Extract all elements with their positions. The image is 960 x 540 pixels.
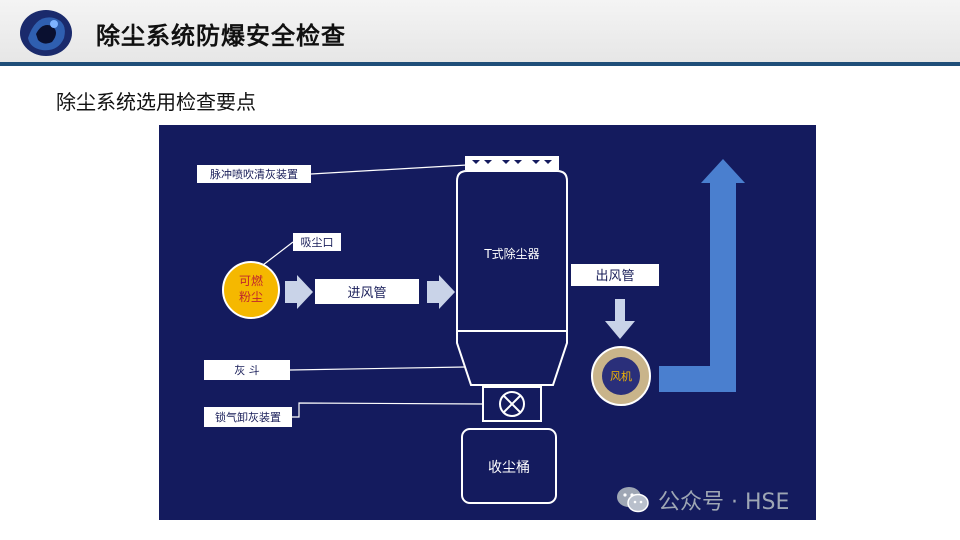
slide-subtitle: 除尘系统选用检查要点 [56,90,256,114]
combustible-label: 可燃 [239,273,263,288]
inlet-pipe [315,279,419,304]
fan-center [602,357,640,395]
collector-body [456,170,568,332]
pulse-leader-line [310,164,468,175]
inlet-arrow-right [427,275,455,309]
dust-bin [461,428,557,504]
pulse-cleaning-label: 脉冲喷吹清灰装置 [210,167,298,181]
pulse-nozzles [472,160,552,164]
inlet-pipe-label: 进风管 [347,286,386,301]
inlet-arrow-left [285,275,313,309]
airlock-leader-line [292,402,484,418]
header-bar: 除尘系统防爆安全检查 [0,0,960,64]
watermark-text: 公众号 · HSE [658,490,790,515]
outlet-down-arrow [605,299,635,339]
watermark: 公众号 · HSE [616,484,789,516]
ash-hopper-box [204,360,290,380]
outlet-pipe-label: 出风管 [595,269,634,284]
dust-collector-diagram: 脉冲喷吹清灰装置 T式除尘器 收尘桶 吸尘口 可燃 粉尘 进风管 出风管 风机 … [159,125,816,520]
logo-icon [20,10,72,56]
ash-hopper [456,330,568,386]
pulse-cleaning-box [197,165,311,183]
ash-hopper-label: 灰 斗 [234,363,260,377]
pulse-cleaning-device [465,156,559,170]
wechat-icon [617,487,649,513]
combustible-dust-source [222,261,280,319]
suction-port-box [293,233,341,251]
outlet-pipe-box [571,264,659,286]
dust-bin-label: 收尘桶 [488,460,530,476]
fan-label: 风机 [610,369,632,383]
ash-leader-line [289,366,466,371]
suction-port-label: 吸尘口 [301,236,334,249]
collector-label: T式除尘器 [483,246,539,261]
airlock-valve-label: 锁气卸灰装置 [215,410,281,424]
exhaust-arrow-shape [659,159,745,392]
suction-leader-line [262,241,294,266]
airlock-valve-box [204,407,292,427]
page-title: 除尘系统防爆安全检查 [96,22,346,50]
header-divider [0,62,960,66]
rotary-valve-icon [499,391,525,417]
dust-label: 粉尘 [239,290,263,304]
